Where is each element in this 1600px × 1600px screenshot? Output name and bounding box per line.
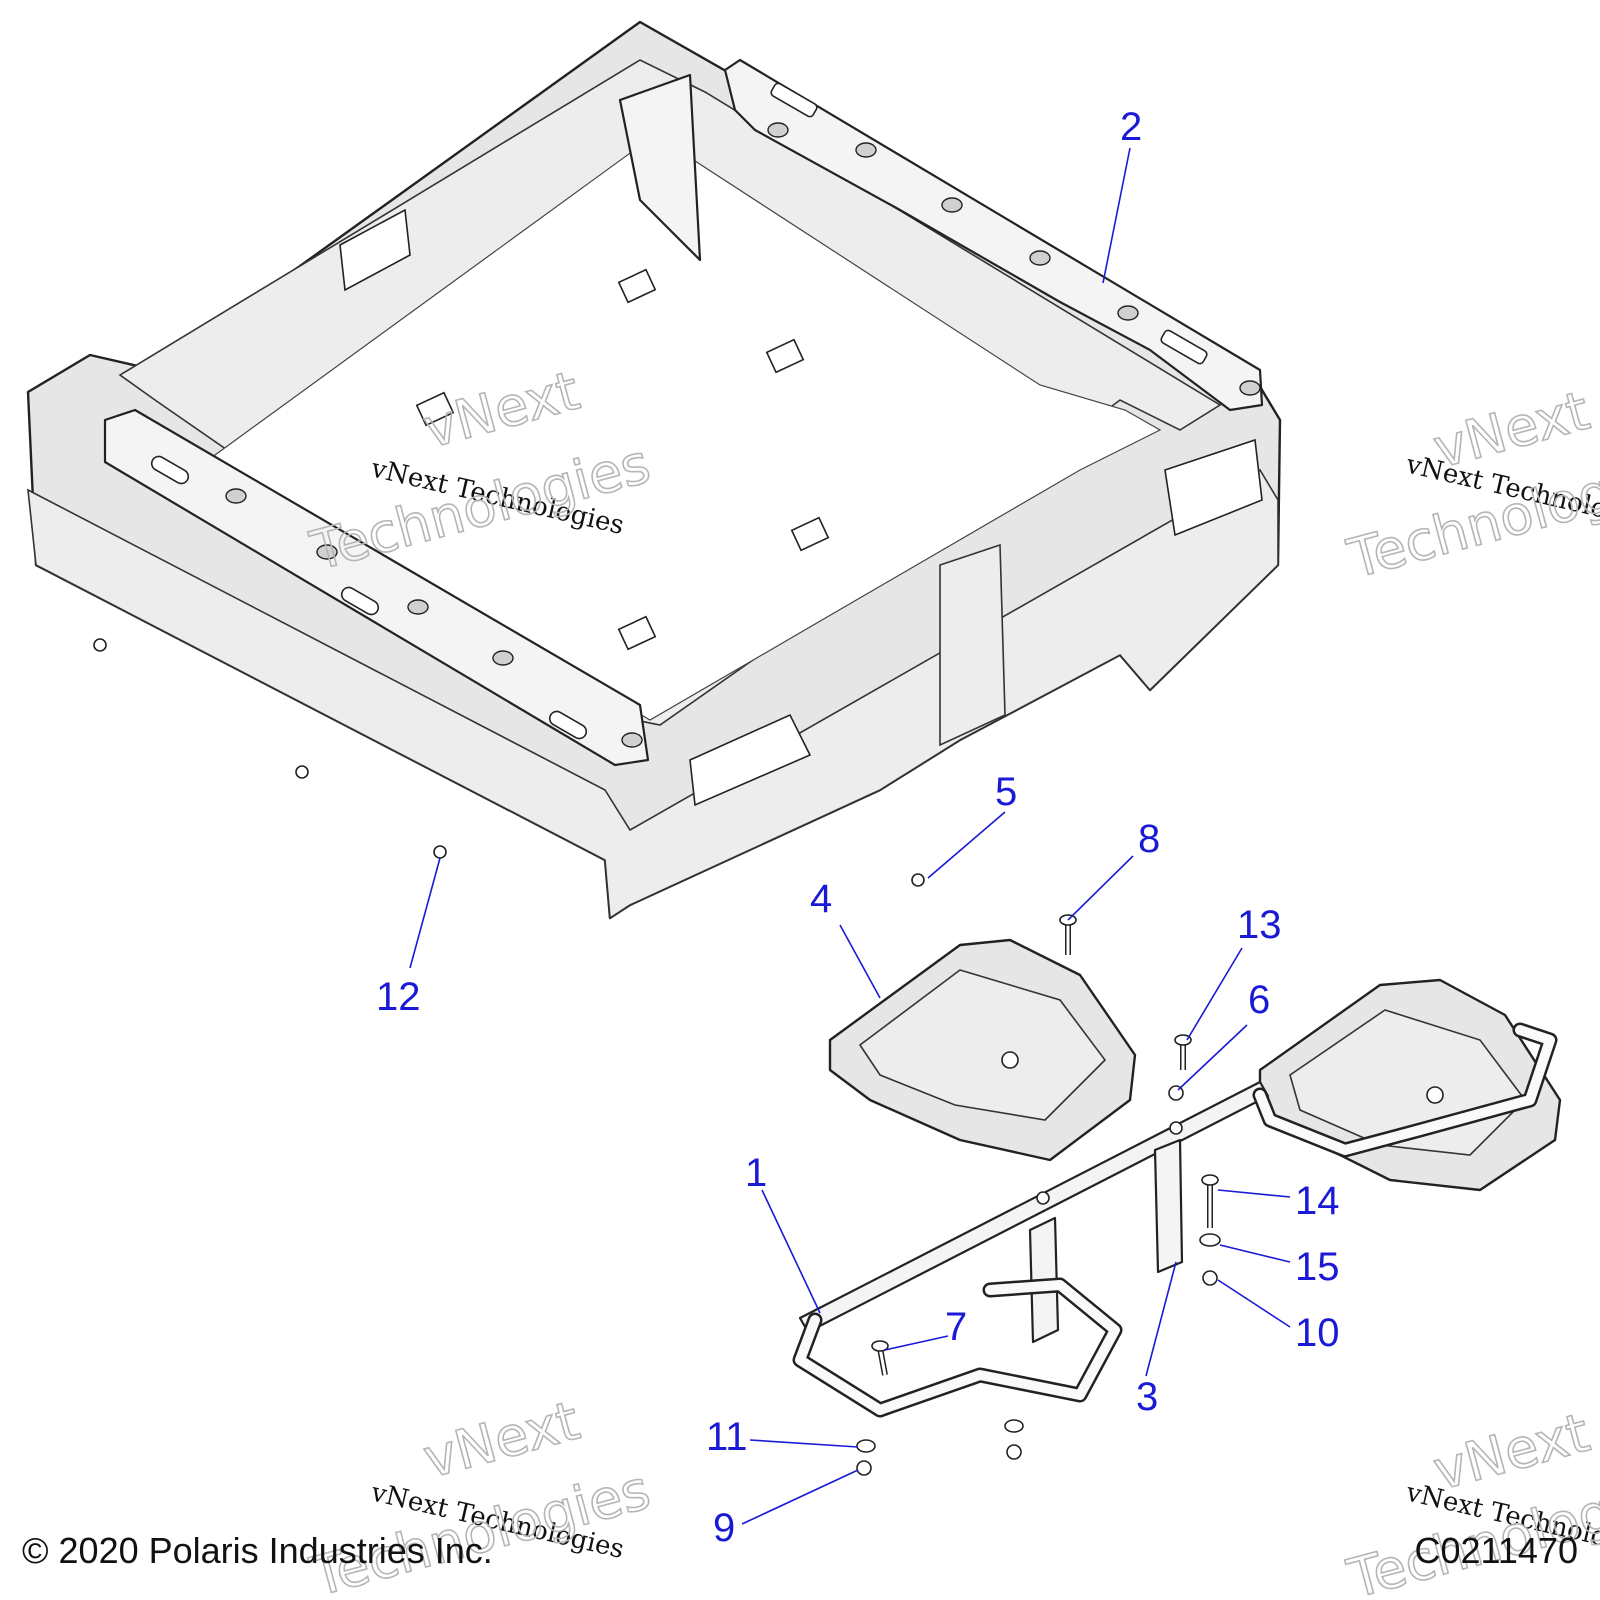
callout-3: 3	[1136, 1375, 1158, 1419]
callout-5: 5	[995, 770, 1017, 814]
leader-lines	[409, 147, 1291, 1525]
mount-plate-right	[1258, 978, 1562, 1192]
hardware	[856, 914, 1221, 1476]
svg-text:vNext: vNext	[1427, 1401, 1596, 1503]
figure-id: C0211470	[1414, 1530, 1578, 1571]
callout-13: 13	[1237, 903, 1282, 947]
callout-14: 14	[1295, 1179, 1340, 1223]
callout-4: 4	[810, 877, 832, 921]
callouts: 1 2 3 4 5 6 7 8 9 10 11 12 13 14 15	[376, 105, 1340, 1550]
copyright-text: © 2020 Polaris Industries Inc.	[22, 1530, 493, 1571]
callout-6: 6	[1248, 978, 1270, 1022]
bracket-assembly	[792, 1022, 1558, 1418]
callout-15: 15	[1295, 1245, 1340, 1289]
callout-10: 10	[1295, 1311, 1340, 1355]
callout-9: 9	[713, 1506, 735, 1550]
svg-text:vNext: vNext	[417, 1389, 586, 1491]
callout-2: 2	[1120, 105, 1142, 149]
svg-text:vNext: vNext	[1427, 379, 1596, 481]
callout-11: 11	[706, 1415, 748, 1459]
callout-7: 7	[945, 1305, 967, 1349]
mount-plate-left	[828, 938, 1137, 1162]
callout-12: 12	[376, 975, 421, 1019]
cargo-box	[26, 20, 1282, 920]
callout-8: 8	[1138, 817, 1160, 861]
screw-12-group	[93, 638, 925, 887]
callout-1: 1	[745, 1151, 767, 1195]
watermark-right: vNext Technologies vNext Technologies	[1340, 378, 1600, 592]
svg-text:Technologies: Technologies	[304, 1458, 656, 1600]
